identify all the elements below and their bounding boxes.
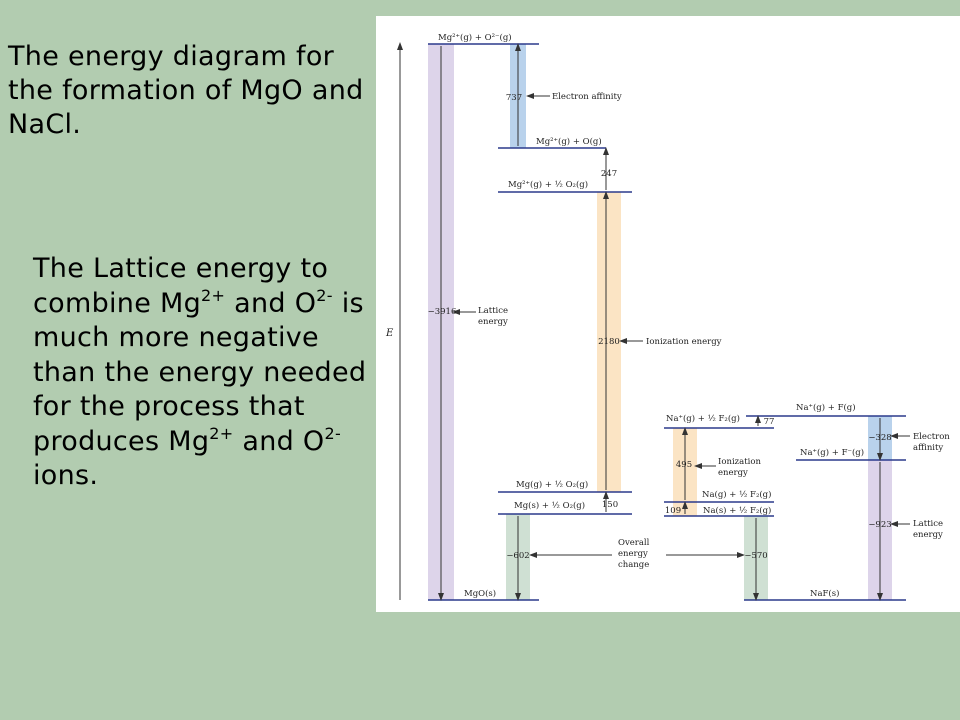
level-label: Mg²⁺(g) + O(g) bbox=[536, 136, 602, 147]
value-label: −570 bbox=[744, 551, 767, 561]
description-label: affinity bbox=[913, 443, 943, 453]
explanation-text: The Lattice energy to combine Mg2+ and O… bbox=[33, 252, 373, 494]
description-label: change bbox=[618, 560, 649, 570]
description-label: Electron bbox=[913, 432, 950, 442]
description-label: energy bbox=[913, 530, 943, 540]
text-part: and O bbox=[234, 287, 317, 319]
level-label: Mg(s) + ½ O₂(g) bbox=[514, 500, 585, 511]
value-label: −328 bbox=[868, 433, 891, 443]
level-label: Mg²⁺(g) + ½ O₂(g) bbox=[508, 179, 588, 190]
ionization-bar-mg bbox=[597, 192, 621, 492]
value-label: −602 bbox=[506, 551, 529, 561]
value-label: 495 bbox=[676, 460, 692, 470]
superscript: 2- bbox=[324, 423, 342, 443]
level-label: Na⁺(g) + F(g) bbox=[796, 402, 856, 413]
description-label: Lattice bbox=[913, 519, 943, 529]
energy-diagram: E Mg bbox=[385, 32, 950, 601]
level-label: Na(g) + ½ F₂(g) bbox=[702, 489, 771, 500]
description-label: energy bbox=[478, 317, 508, 327]
description-label: Lattice bbox=[478, 306, 508, 316]
slide-title: The energy diagram for the formation of … bbox=[8, 41, 364, 140]
description-label: Electron affinity bbox=[552, 92, 622, 102]
description-label: Ionization energy bbox=[646, 337, 722, 347]
description-label: Ionization bbox=[718, 457, 761, 467]
value-label: 737 bbox=[506, 93, 522, 103]
superscript: 2+ bbox=[201, 285, 226, 305]
superscript: 2+ bbox=[209, 423, 234, 443]
value-label: 247 bbox=[601, 169, 617, 179]
level-label: Na⁺(g) + ½ F₂(g) bbox=[666, 413, 740, 424]
level-label: Na(s) + ½ F₂(g) bbox=[703, 505, 771, 516]
energy-diagram-panel: E Mg bbox=[376, 16, 960, 612]
value-label: 150 bbox=[602, 500, 618, 510]
text-part: The Lattice energy to combine Mg bbox=[33, 253, 329, 319]
value-label: 109 bbox=[665, 506, 681, 516]
value-label: −3916 bbox=[428, 307, 457, 317]
level-label: Mg²⁺(g) + O²⁻(g) bbox=[438, 32, 512, 43]
description-label: energy bbox=[618, 549, 648, 559]
level-label: NaF(s) bbox=[810, 588, 839, 599]
energy-axis-label: E bbox=[385, 328, 394, 339]
level-label: Mg(g) + ½ O₂(g) bbox=[516, 479, 588, 490]
value-label: 77 bbox=[764, 417, 775, 427]
superscript: 2- bbox=[316, 285, 333, 305]
text-part: and O bbox=[242, 425, 325, 457]
text-part: ions. bbox=[33, 460, 99, 491]
level-label: Na⁺(g) + F⁻(g) bbox=[800, 447, 864, 458]
level-label: MgO(s) bbox=[464, 588, 496, 599]
description-label: energy bbox=[718, 468, 748, 478]
description-label: Overall bbox=[618, 538, 650, 548]
value-label: 2180 bbox=[598, 337, 620, 347]
value-label: −923 bbox=[868, 520, 891, 530]
text-part: is much more negative than the energy ne… bbox=[33, 287, 367, 457]
